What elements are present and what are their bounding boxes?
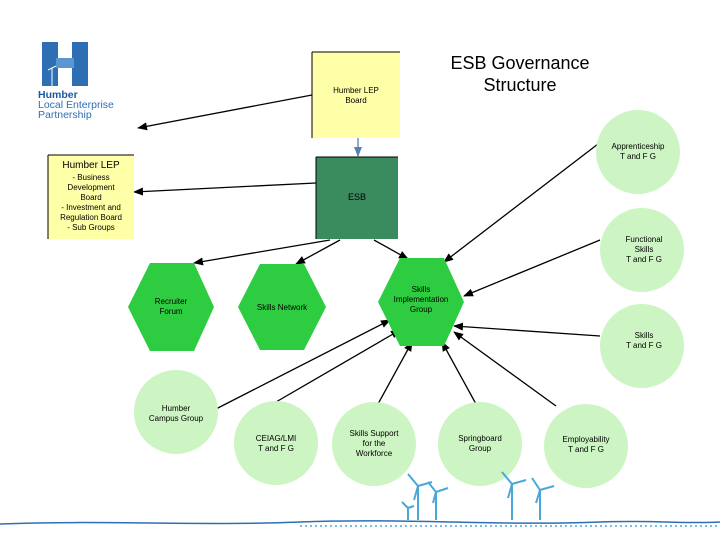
ceiag-line-2: T and F G — [258, 444, 294, 453]
wind-turbines-icon — [401, 471, 555, 520]
humber-lep-line-5: - Investment and — [61, 203, 121, 212]
node-humber-lep-board: Humber LEP Board — [311, 51, 400, 138]
humber-lep-logo: Humber Local Enterprise Partnership — [38, 40, 138, 130]
apprenticeship-line-1: Apprenticeship — [612, 142, 665, 151]
edge-campus-to-impl — [213, 319, 391, 411]
skills-impl-line-3: Group — [410, 305, 433, 314]
node-esb: ESB — [315, 156, 398, 239]
node-recruiter-forum: Recruiter Forum — [128, 263, 214, 351]
edge-skills-tfg-to-impl — [453, 322, 601, 337]
node-springboard: Springboard Group — [438, 402, 522, 486]
lep-board-line-1: Humber LEP — [333, 86, 379, 95]
skills-tfg-line-2: T and F G — [626, 341, 662, 350]
node-humber-lep: Humber LEP - Business Development Board … — [47, 154, 134, 239]
title-line-1: ESB Governance — [450, 53, 590, 73]
humber-lep-line-1: Humber LEP — [62, 160, 120, 171]
edge-esb-to-skills-impl — [373, 239, 409, 260]
employability-line-1: Employability — [562, 435, 609, 444]
edge-apprenticeship-to-impl — [443, 143, 599, 263]
edge-functional-to-impl — [463, 239, 601, 297]
page-title: ESB Governance Structure — [420, 52, 620, 96]
node-humber-campus: Humber Campus Group — [134, 370, 218, 454]
skills-impl-line-2: Implementation — [394, 295, 449, 304]
support-line-3: Workforce — [356, 449, 393, 458]
functional-line-3: T and F G — [626, 255, 662, 264]
ceiag-line-1: CEIAG/LMI — [256, 434, 296, 443]
node-ceiag: CEIAG/LMI T and F G — [234, 401, 318, 485]
logo-line-3: Partnership — [38, 109, 92, 121]
recruiter-line-1: Recruiter — [155, 297, 188, 306]
springboard-line-1: Springboard — [458, 434, 502, 443]
connectors — [133, 94, 601, 411]
humber-lep-line-7: - Sub Groups — [67, 223, 115, 232]
skills-impl-line-1: Skills — [412, 285, 431, 294]
node-apprenticeship: Apprenticeship T and F G — [596, 110, 680, 194]
esb-label: ESB — [348, 192, 366, 202]
edge-springboard-to-impl — [441, 341, 477, 405]
humber-lep-line-4: Board — [80, 193, 101, 202]
edge-employability-to-impl — [453, 331, 557, 407]
skills-network-label: Skills Network — [257, 303, 308, 312]
recruiter-line-2: Forum — [159, 307, 182, 316]
campus-line-1: Humber — [162, 404, 191, 413]
node-skills-network: Skills Network — [238, 264, 326, 350]
node-skills-implementation: Skills Implementation Group — [378, 258, 464, 346]
edge-esb-to-humber-lep — [133, 182, 317, 196]
title-line-2: Structure — [483, 75, 557, 95]
humber-lep-line-2: - Business — [72, 173, 109, 182]
logo-text: Humber Local Enterprise Partnership — [38, 89, 138, 121]
logo-h-mark-icon — [42, 42, 88, 86]
humber-lep-line-3: Development — [67, 183, 115, 192]
edge-board-to-logo — [137, 94, 313, 131]
campus-line-2: Campus Group — [149, 414, 204, 423]
footer-wave-line — [0, 520, 720, 525]
logo-line-1: Humber — [38, 89, 78, 101]
employability-line-2: T and F G — [568, 445, 604, 454]
support-line-1: Skills Support — [350, 429, 400, 438]
humber-lep-line-6: Regulation Board — [60, 213, 122, 222]
functional-line-2: Skills — [635, 245, 654, 254]
springboard-line-2: Group — [469, 444, 492, 453]
support-line-2: for the — [363, 439, 386, 448]
edge-ceiag-to-impl — [275, 329, 401, 403]
edge-esb-to-recruiter — [193, 239, 331, 266]
apprenticeship-line-2: T and F G — [620, 152, 656, 161]
node-functional-skills: Functional Skills T and F G — [600, 208, 684, 292]
edge-esb-to-skills-network — [295, 239, 341, 265]
node-employability: Employability T and F G — [544, 404, 628, 488]
node-skills-tfg: Skills T and F G — [600, 304, 684, 388]
edge-support-to-impl — [377, 341, 413, 405]
skills-tfg-line-1: Skills — [635, 331, 654, 340]
logo-line-2: Local Enterprise — [38, 99, 114, 111]
lep-board-line-2: Board — [345, 96, 366, 105]
functional-line-1: Functional — [626, 235, 663, 244]
node-skills-support: Skills Support for the Workforce — [332, 402, 416, 486]
